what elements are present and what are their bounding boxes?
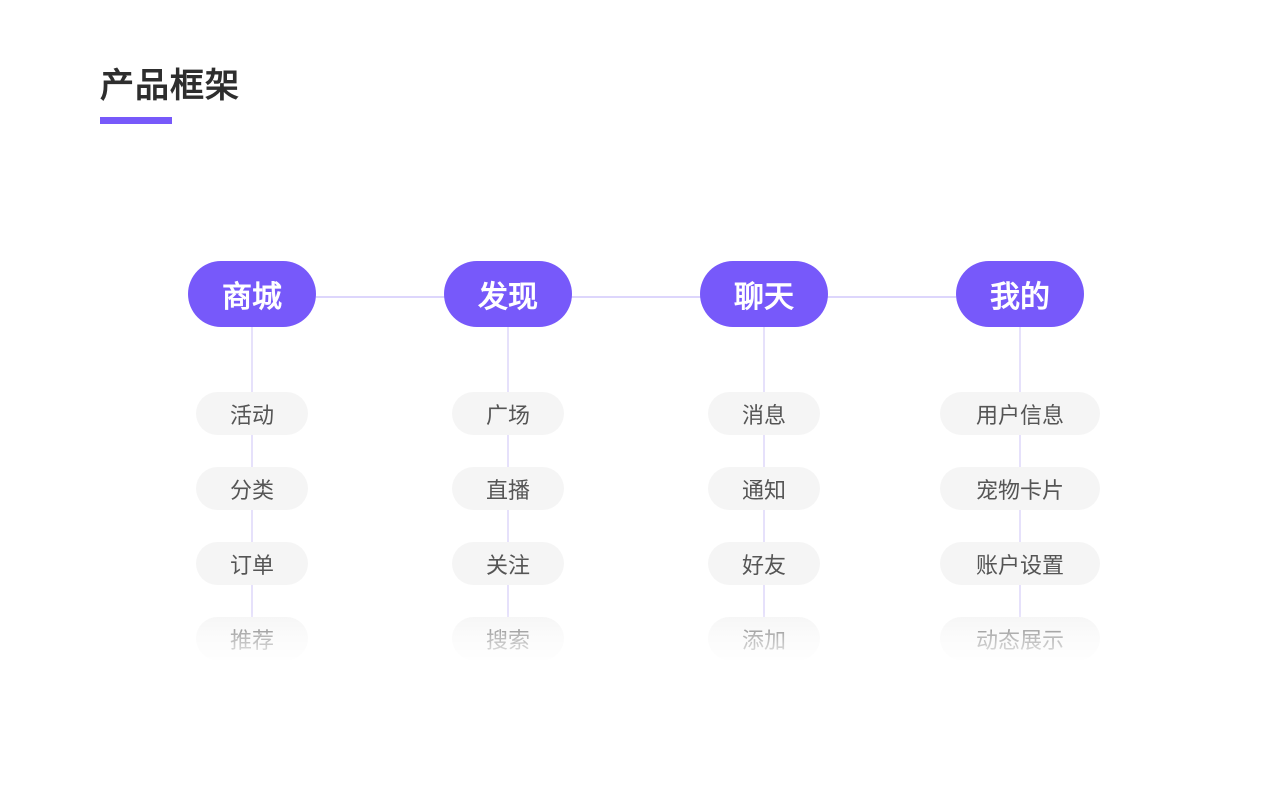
feature-node: 消息 <box>708 392 820 435</box>
feature-node: 账户设置 <box>940 542 1100 585</box>
feature-node: 关注 <box>452 542 564 585</box>
feature-node: 分类 <box>196 467 308 510</box>
category-node: 聊天 <box>700 261 828 327</box>
category-node: 商城 <box>188 261 316 327</box>
feature-node: 添加 <box>708 617 820 660</box>
feature-node: 搜索 <box>452 617 564 660</box>
title-underline <box>100 117 172 124</box>
connector-horizontal <box>316 296 956 298</box>
feature-node: 动态展示 <box>940 617 1100 660</box>
feature-node: 通知 <box>708 467 820 510</box>
feature-node: 宠物卡片 <box>940 467 1100 510</box>
feature-node: 广场 <box>452 392 564 435</box>
feature-node: 活动 <box>196 392 308 435</box>
page-title: 产品框架 <box>100 66 240 106</box>
category-node: 发现 <box>444 261 572 327</box>
feature-node: 推荐 <box>196 617 308 660</box>
feature-node: 直播 <box>452 467 564 510</box>
feature-node: 订单 <box>196 542 308 585</box>
feature-node: 好友 <box>708 542 820 585</box>
category-node: 我的 <box>956 261 1084 327</box>
feature-node: 用户信息 <box>940 392 1100 435</box>
